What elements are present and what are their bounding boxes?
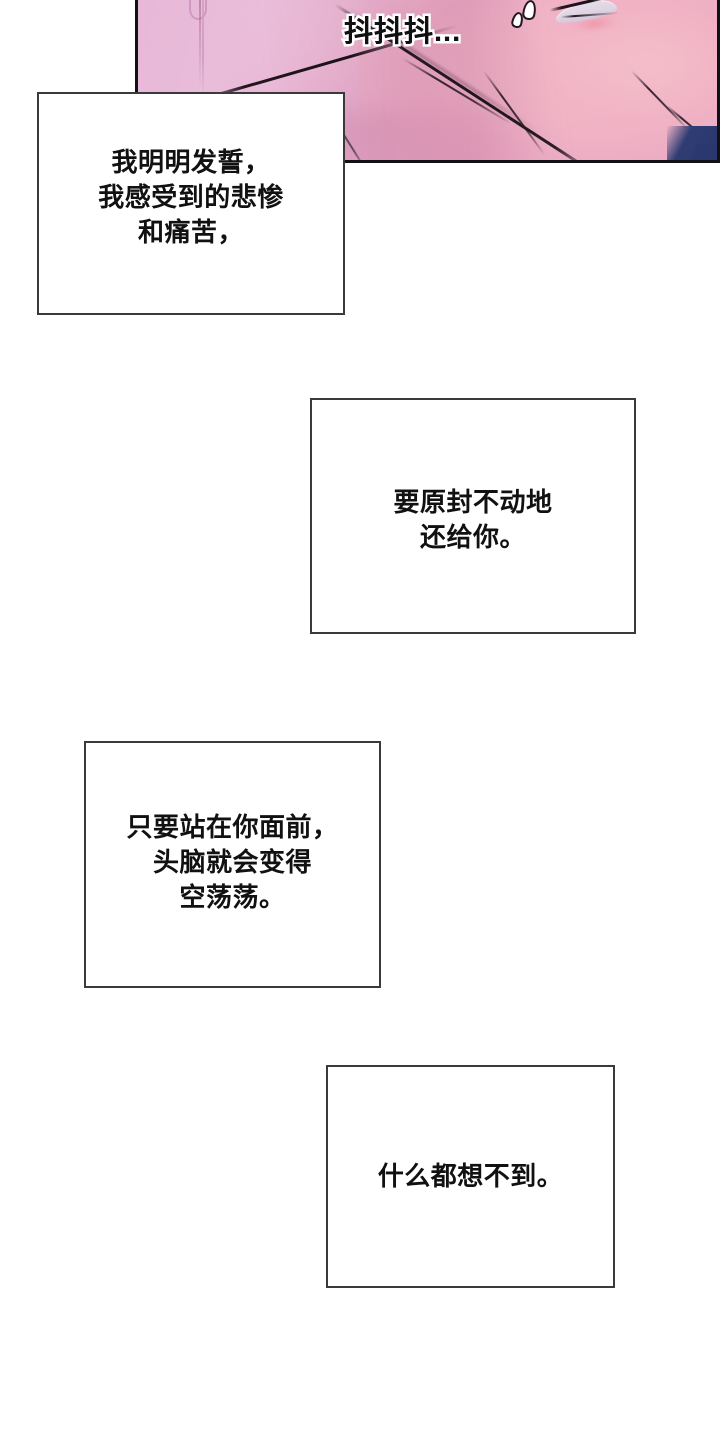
panel-artwork: 抖抖抖... 抖抖抖... bbox=[138, 0, 717, 160]
narration-box: 我明明发誓， 我感受到的悲惨 和痛苦， bbox=[37, 92, 345, 315]
narration-box: 要原封不动地 还给你。 bbox=[310, 398, 636, 634]
narration-box: 只要站在你面前， 头脑就会变得 空荡荡。 bbox=[84, 741, 381, 988]
drip-shadow-line bbox=[199, 0, 201, 88]
sound-effect-text-fill: 抖抖抖... bbox=[344, 16, 462, 48]
narration-text: 我明明发誓， 我感受到的悲惨 和痛苦， bbox=[98, 147, 284, 247]
sound-effect-text: 抖抖抖... bbox=[341, 14, 462, 51]
drip-highlight-icon bbox=[188, 0, 207, 21]
comic-art-panel: 抖抖抖... 抖抖抖... bbox=[135, 0, 720, 163]
narration-text: 要原封不动地 还给你。 bbox=[393, 487, 553, 552]
narration-text: 只要站在你面前， 头脑就会变得 空荡荡。 bbox=[126, 812, 339, 912]
drip-line bbox=[201, 0, 205, 96]
narration-box: 什么都想不到。 bbox=[326, 1065, 615, 1288]
narration-text: 什么都想不到。 bbox=[377, 1161, 564, 1192]
